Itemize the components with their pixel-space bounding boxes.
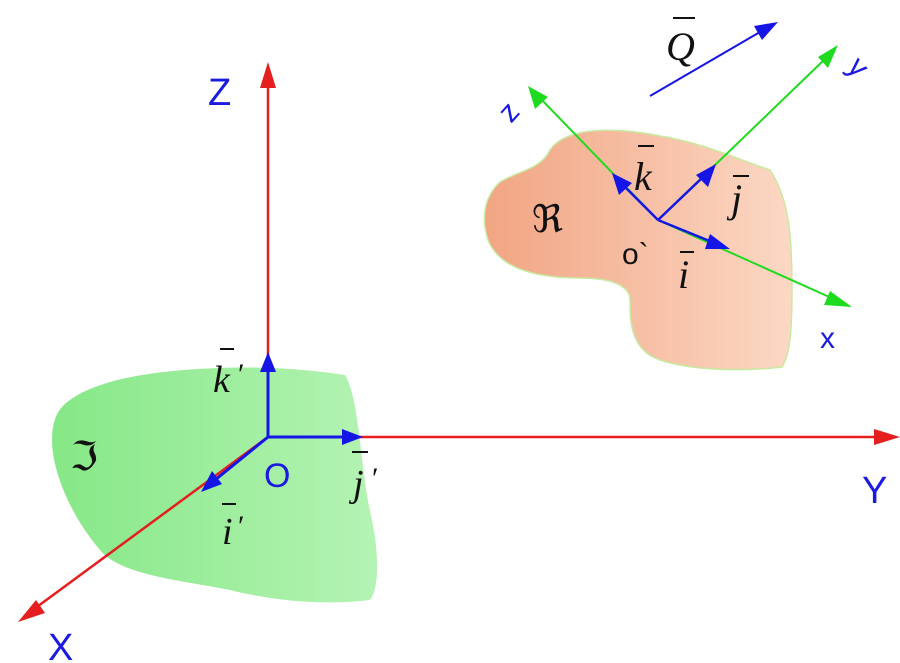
moving-body-shape [483,129,793,371]
fixed-x-axis [29,435,269,614]
fixed-y-arrowhead [874,429,900,445]
fixed-origin-label: O [264,457,290,495]
fixed-unit-k-prime: ′ [238,358,245,391]
moving-z-label: z [492,95,527,128]
fixed-body-symbol: ℑ [70,434,98,480]
moving-unit-k-arrowhead [612,173,632,195]
vector-q-line [649,31,761,97]
moving-x-arrowhead [824,291,852,307]
fixed-unit-i-arrowhead [201,471,222,492]
vector-q [649,22,778,97]
moving-unit-j-label: j [726,176,742,221]
fixed-unit-j-arrowhead [342,429,363,445]
fixed-unit-i-prime: ′ [238,510,245,543]
moving-unit-j-vector [657,177,703,221]
fixed-unit-k-arrowhead [260,352,276,372]
moving-unit-i-vector [657,218,713,244]
moving-unit-k-label: k [634,154,653,199]
fixed-unit-j-prime: ′ [372,462,379,495]
fixed-unit-i-vector [214,435,269,482]
vector-q-label: Q [666,24,695,69]
moving-origin-label: o` [622,238,649,271]
fixed-x-label: X [48,627,73,663]
fixed-unit-k-label: k [213,359,231,401]
fixed-unit-i-label: i [222,511,233,553]
moving-body-symbol: ℜ [532,197,563,241]
moving-unit-i-label: i [678,252,689,297]
moving-z-arrowhead [528,86,548,109]
moving-unit-i-arrowhead [705,234,730,249]
fixed-unit-vectors [201,352,363,492]
fixed-z-arrowhead [260,62,276,88]
moving-unit-vectors [612,164,730,249]
moving-y-label: y [841,51,876,84]
moving-x-label: x [820,322,835,355]
fixed-y-label: Y [862,470,887,512]
fixed-x-arrowhead [18,600,45,622]
fixed-z-label: Z [208,72,231,114]
moving-unit-k-vector [623,185,659,221]
vector-q-arrowhead [754,22,778,40]
moving-y-arrowhead [818,45,838,68]
moving-unit-j-arrowhead [696,164,716,187]
